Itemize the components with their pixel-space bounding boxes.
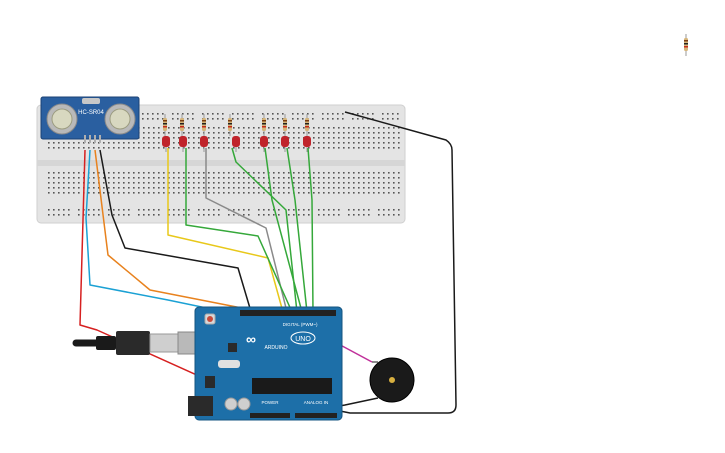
- resistor[interactable]: [228, 114, 232, 136]
- led-array: [162, 136, 311, 152]
- usb-cable[interactable]: [72, 331, 197, 355]
- board-name: UNO: [295, 336, 311, 343]
- sensor-label: HC-SR04: [78, 110, 104, 116]
- led[interactable]: [200, 136, 208, 152]
- led[interactable]: [303, 136, 311, 152]
- analog-label: ANALOG IN: [304, 400, 329, 405]
- spare-resistor[interactable]: [684, 34, 688, 56]
- wire-green-1[interactable]: [185, 148, 293, 313]
- led[interactable]: [281, 136, 289, 152]
- resistor[interactable]: [163, 114, 167, 136]
- resistor-array: [163, 114, 309, 136]
- arduino-uno[interactable]: DIGITAL (PWM~) ∞ UNO ARDUINO POWER ANALO…: [188, 306, 343, 421]
- resistor[interactable]: [180, 114, 184, 136]
- power-label: POWER: [261, 400, 279, 405]
- led[interactable]: [260, 136, 268, 152]
- resistor[interactable]: [202, 114, 206, 136]
- wire-green-4[interactable]: [286, 147, 308, 313]
- led[interactable]: [232, 136, 240, 152]
- wire-green-3[interactable]: [264, 147, 303, 313]
- arduino-logo: ARDUINO: [264, 345, 287, 351]
- ultrasonic-sensor[interactable]: HC-SR04: [40, 96, 140, 143]
- resistor[interactable]: [283, 114, 287, 136]
- wire-green-5[interactable]: [307, 147, 314, 313]
- led[interactable]: [179, 136, 187, 152]
- wire-yellow[interactable]: [167, 148, 284, 313]
- wire-gray[interactable]: [205, 148, 288, 313]
- wire-orange-echo[interactable]: [94, 149, 253, 311]
- wire-cyan-trig[interactable]: [85, 149, 246, 317]
- wire-black-rail[interactable]: [324, 111, 457, 414]
- wire-black-gnd[interactable]: [99, 149, 253, 316]
- resistor[interactable]: [262, 114, 266, 136]
- infinity-logo: ∞: [246, 331, 256, 347]
- piezo-buzzer[interactable]: [369, 357, 415, 403]
- resistor[interactable]: [305, 114, 309, 136]
- wire-green-2[interactable]: [231, 147, 298, 313]
- led[interactable]: [162, 136, 170, 152]
- digital-label: DIGITAL (PWM~): [283, 322, 318, 327]
